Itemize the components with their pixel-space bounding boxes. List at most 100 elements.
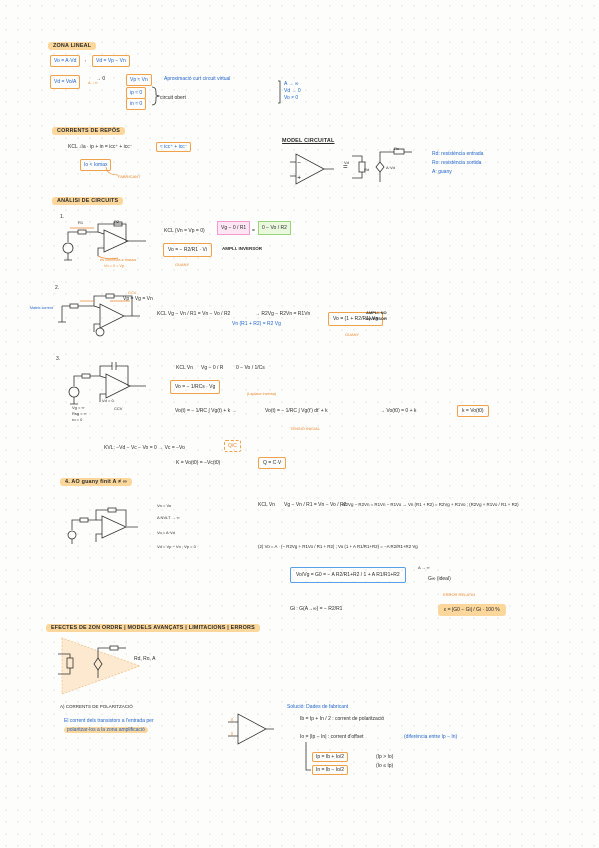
circuit1-result: Vo = − R2/R1 · Vi (163, 243, 212, 257)
circuit1-eq-sign: = (252, 228, 255, 234)
svg-text:+: + (297, 175, 301, 181)
svg-text:−: − (297, 160, 301, 166)
circuit4-gi: Gi : G(A→∞) = − R2/R1 (290, 606, 343, 612)
rd-desc: Rd: resistència entrada (432, 151, 484, 157)
efectes-params: Rd, Ro, A (134, 656, 156, 662)
comma: , (85, 57, 87, 63)
circuit3-schematic (68, 362, 146, 405)
circuit4-kcl: KCL Vn (258, 502, 276, 508)
circuit1-note1: es connecta a massa (100, 258, 136, 262)
efectes-polarit: A) CORRENTS DE POLARITZACIÓ (60, 704, 133, 709)
circuit4-f1: Vg − Vn / R1 = Vn − Vo / R2 (284, 502, 347, 508)
circuit3-kcl: KCL Vn (176, 365, 194, 371)
circuit1-r1: R1 (78, 220, 84, 225)
circuit3-to: → Vo(t0) = 0 + k (380, 408, 417, 414)
circuit2-name: AMPLI. NO INVERSOR (366, 310, 387, 321)
circuit3-q: Q = C·V (258, 457, 287, 469)
circuit2-schematic (58, 293, 140, 337)
approx-currents: ≈ icc⁺ + icc⁻ (156, 142, 192, 152)
circuit3-frac2: 0 − Vo / 1/Cs (236, 365, 265, 371)
arrow-fabricant (105, 166, 119, 176)
efectes-desc1: El corrent dels transistors a l'entrada … (64, 718, 154, 724)
circuit4-left3: Vo = A·Vd (157, 530, 175, 535)
efectes-cond2: (Io ≤ Ip) (376, 763, 394, 769)
circuit3-num: 3. (56, 356, 61, 362)
circuit3-side1: Vg = ∞ (72, 405, 85, 410)
ro-label: Ro (394, 146, 400, 151)
avd-label: A·Vd (386, 165, 395, 170)
circuit1-schematic (62, 221, 146, 261)
circuit3-kvl: KVL: −Vd − Vc − Vo = 0 → Vc = −Vo (104, 445, 185, 451)
circuit3-kc: K = Vo(t0) = −Vc(t0) (176, 460, 221, 466)
aproximacio-text: Aproximació curt circuit virtual (164, 76, 231, 82)
circuit2-step2: Vn (R1 + R2) = R2 Vg (232, 321, 281, 327)
circuit1-num: 1. (60, 214, 65, 220)
arrow-zero: → 0 (96, 76, 106, 82)
section-model: MODEL CIRCUITAL (282, 138, 335, 144)
circuit2-guany: GUANY (345, 332, 360, 337)
circuit3-laplace: (Laplace inversa) (247, 392, 277, 396)
section-analisi: ANÀLISI DE CIRCUITS (52, 197, 124, 205)
equals: = (343, 162, 348, 171)
circuit3-tv: TENSIÓ INICIAL (290, 426, 321, 431)
circuit4-error: ε = |G0 − Gi| / Gi · 100 % (438, 604, 506, 616)
circuit2-result: Vo = (1 + R2/R1) Vg (328, 312, 384, 326)
efectes-model-triangle (58, 637, 142, 695)
circuit3-frac1: Vg − 0 / R (201, 365, 224, 371)
circuit1-green: 0 − Vo / R2 (258, 221, 291, 235)
eq-vp-vn: Vp ≈ Vn (126, 74, 152, 86)
limit: A→∞ (88, 80, 98, 85)
circuit3-ccv: CCV (114, 406, 123, 411)
list-item-1: A → ∞ (284, 81, 299, 87)
eq-vo-avd: Vo = A·Vd (50, 55, 81, 67)
kcl-currents: KCL ↓Ia · ip + in = icc⁺ + icc⁻ (68, 144, 133, 150)
circuit4-ainf: A → ∞ (418, 565, 430, 570)
circuit3-vot: Vo(t) = − 1/RC ∫ Vg(t) + k → (175, 408, 237, 414)
efectes-opamp (228, 713, 274, 745)
efectes-titol: Solució: Dades de fabricant (287, 704, 349, 710)
circuit1-guany: GUANY (175, 262, 190, 267)
vd-label: Vd (344, 160, 349, 165)
section-guany-finit: 4. AO guany finit A ≠ ∞ (60, 478, 133, 486)
circuit3-box: Vo = − 1/RCs · Vg (170, 380, 221, 394)
efectes-in: In = Ib − Io/2 (312, 765, 349, 775)
list-item-2: Vd → 0 (284, 88, 301, 94)
circuit1-name: AMPLI. INVERSOR (222, 246, 263, 251)
circuit3-side2: Rsg = ∞ (72, 411, 87, 416)
a-desc: A: guany (432, 169, 452, 175)
list-item-3: Vo ≠ 0 (284, 95, 299, 101)
circuit1-note2: Vn = 0 = Vp (104, 264, 125, 268)
circuit4-ideal: G∞ (ideal) (428, 576, 451, 582)
circuit3-k: k = Vo(t0) (457, 405, 489, 417)
brace-ip-in (151, 86, 161, 106)
ro-desc: Ro: resistència sortida (432, 160, 482, 166)
eq-vd-voa: Vd = Vo/A (50, 75, 81, 89)
circuit3-vot2: Vo(t) = − 1/RC ∫ Vg(t′) dt′ + k (265, 408, 328, 414)
circuit1-kcl: KCL (Vn = Vp = 0) (164, 228, 205, 234)
circuit4-error-label: ERROR RELATIU (443, 592, 476, 597)
circuit4-left4: Vd = Vp − Vn ; Vp = 0 (157, 544, 196, 549)
efectes-io: Io = |Ip − In| : corrent d'offset (300, 734, 364, 740)
section-zona-lineal: ZONA LINEAL (48, 42, 97, 50)
circuit2-note: Mateix corrent (30, 306, 53, 310)
brace-list (278, 80, 281, 104)
bracket-ip-in (305, 742, 311, 771)
section-corrents: CORRENTS DE REPÒS (52, 127, 126, 135)
efectes-io-note: (diferència entre Ip − In) (404, 734, 458, 740)
eq-vd: Vd = Vp − Vn (92, 55, 130, 67)
circuit1-r2: R2 (114, 219, 120, 224)
circuit4-left2: A NVLT → ∞ (157, 515, 180, 520)
circuit2-rel: Vp = Vg = Vn (123, 296, 153, 302)
circuit4-left1: Vn = Vo (157, 503, 172, 508)
section-efectes: EFECTES DE 2ON ORDRE | MODELS AVANÇATS |… (46, 624, 260, 632)
circuit4-sub: (2) Vo = A · (− R2Vg + R1Vo / R1 + R2) ;… (258, 544, 418, 549)
circuit4-schematic (67, 507, 138, 544)
opamp-model (352, 148, 412, 182)
circuit-obert-text: circuit obert (160, 95, 186, 101)
circuit4-box: Vo/Vg = G0 = − A R2/R1+R2 / 1 + A R1/R1+… (290, 567, 406, 583)
efectes-cond: (Ip > Io) (376, 754, 394, 760)
opamp-symbol: − + (290, 153, 334, 185)
fabricant-label: FABRICANT (118, 174, 141, 179)
rd-label: Rd (364, 167, 370, 172)
eq-in: in ≈ 0 (126, 98, 147, 110)
